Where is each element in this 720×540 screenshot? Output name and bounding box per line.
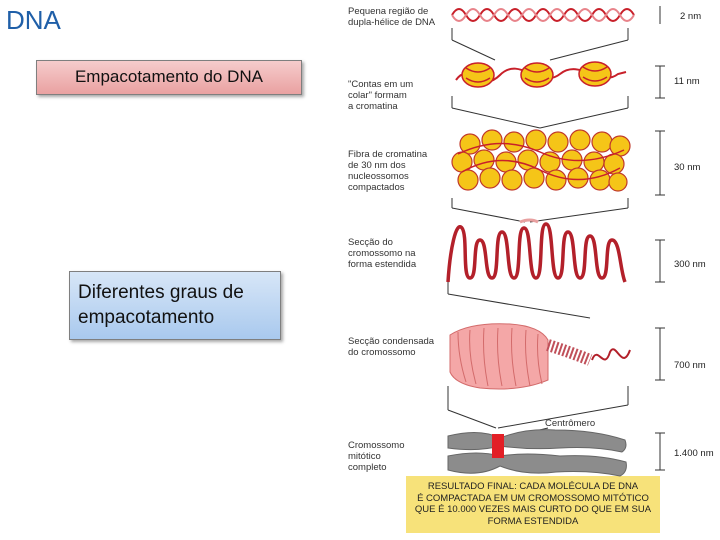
label-condensed-section: Secção condensada do cromossomo [348, 336, 435, 358]
label-dna-double-helix: Pequena região de dupla-hélice de DNA [348, 6, 436, 28]
final-result-box: RESULTADO FINAL: CADA MOLÉCULA DE DNA É … [406, 476, 660, 533]
scale-2nm: 2 nm [680, 11, 702, 22]
scale-1400nm: 1.400 nm [674, 448, 714, 459]
centromere-label: Centrômero [545, 418, 596, 429]
dna-double-helix [451, 8, 635, 22]
fiber-link [519, 218, 539, 224]
scale-bars [655, 6, 665, 471]
label-beads-on-string: "Contas em um colar" formam a cromatina [348, 79, 414, 112]
label-mitotic-chromosome: Cromossomo mitótico completo [348, 440, 405, 473]
scale-30nm: 30 nm [674, 162, 701, 173]
final-result-text: RESULTADO FINAL: CADA MOLÉCULA DE DNA É … [414, 481, 652, 527]
centromere [492, 434, 504, 458]
condensed-chromosome-section [449, 323, 631, 390]
label-30nm-fiber: Fibra de cromatina de 30 nm dos nucleoss… [348, 149, 428, 193]
nucleosome-string [455, 61, 627, 88]
label-extended-section: Secção do cromossomo na forma estendida [348, 237, 417, 270]
dna-packing-box: Empacotamento do DNA [36, 60, 302, 95]
extended-chromosome-section [446, 222, 627, 283]
scale-11nm: 11 nm [674, 76, 700, 87]
scale-700nm: 700 nm [674, 360, 706, 371]
packing-degrees-box: Diferentes graus de empacotamento [69, 271, 281, 340]
chromatin-fiber-30nm [451, 129, 631, 192]
mitotic-chromosome [447, 429, 627, 477]
scale-300nm: 300 nm [674, 259, 706, 270]
slide-title: DNA [6, 5, 61, 35]
